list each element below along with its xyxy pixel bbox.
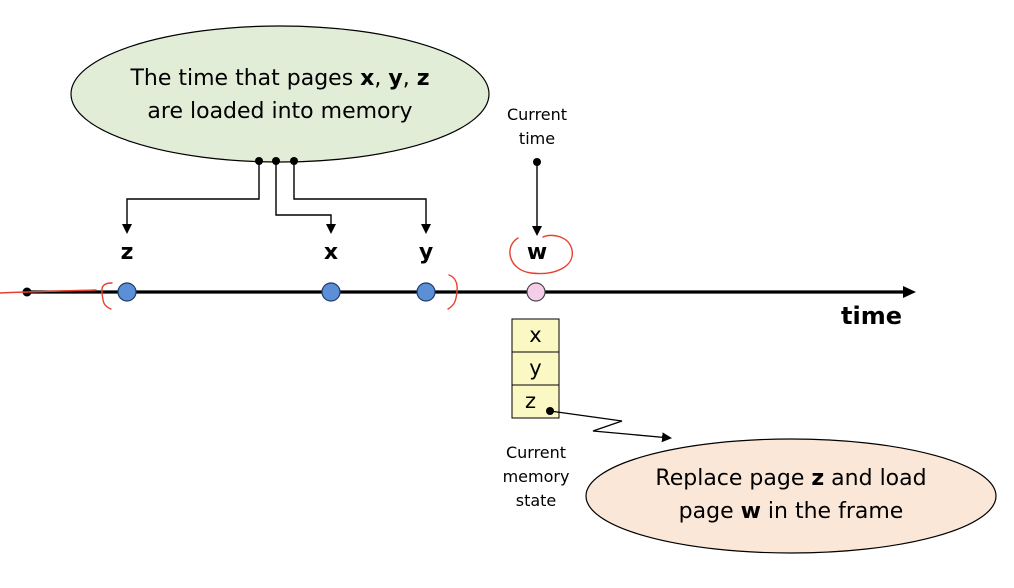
point-label-z: z bbox=[120, 240, 134, 265]
bottom-bubble-w: w bbox=[740, 499, 761, 524]
memory-cell-y: y bbox=[529, 356, 542, 380]
timeline-arrowhead bbox=[903, 286, 916, 298]
top-bubble-line2: are loaded into memory bbox=[147, 99, 413, 124]
point-label-x: x bbox=[323, 240, 339, 265]
bottom-bubble-z: z bbox=[811, 466, 825, 491]
bottom-bubble-line2: page w in the frame bbox=[678, 499, 904, 524]
top-bubble-z: z bbox=[416, 66, 430, 91]
connector-dot-y bbox=[290, 157, 298, 165]
axis-label-time: time bbox=[841, 302, 902, 330]
memory-cell-x: x bbox=[529, 323, 542, 347]
connector-x bbox=[275, 161, 336, 234]
red-annotations bbox=[0, 234, 573, 310]
red-left-bracket bbox=[101, 282, 113, 310]
red-right-bracket bbox=[447, 274, 458, 310]
point-z bbox=[117, 282, 137, 302]
connector-y bbox=[293, 161, 431, 234]
connector-z bbox=[122, 161, 260, 234]
bottom-bubble bbox=[585, 438, 997, 554]
point-x bbox=[321, 282, 341, 302]
bubble-connectors bbox=[122, 161, 431, 234]
zigzag-arrow bbox=[549, 410, 672, 443]
memory-cell-box-2 bbox=[511, 351, 560, 386]
current-time-label: Current time bbox=[506, 105, 568, 148]
top-bubble-y: y bbox=[388, 66, 403, 91]
red-underline bbox=[0, 289, 97, 294]
bottom-bubble-line1: Replace page z and load bbox=[655, 466, 927, 491]
top-bubble-x: x bbox=[360, 66, 375, 91]
memory-state-label: Current memory state bbox=[502, 443, 570, 510]
point-w bbox=[526, 282, 546, 302]
connector-dot-x bbox=[272, 157, 280, 165]
point-y bbox=[416, 282, 436, 302]
top-bubble-text: The time that pages x, y, z are loaded i… bbox=[80, 62, 480, 128]
red-circle-w bbox=[509, 234, 573, 275]
top-bubble-line1: The time that pages x, y, z bbox=[130, 66, 430, 91]
top-bubble bbox=[70, 25, 490, 163]
point-label-w: w bbox=[526, 240, 548, 265]
point-label-y: y bbox=[418, 240, 434, 265]
bottom-bubble-text: Replace page z and load page w in the fr… bbox=[591, 462, 991, 528]
connector-dot-z bbox=[255, 157, 263, 165]
memory-cell-box-1 bbox=[511, 318, 560, 353]
memory-cell-z: z bbox=[524, 389, 537, 413]
